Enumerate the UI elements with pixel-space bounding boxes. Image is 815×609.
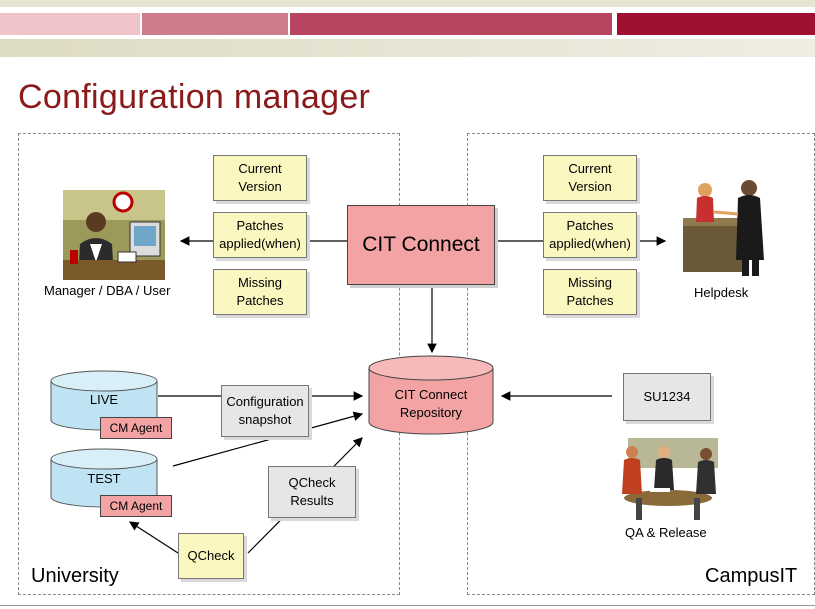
university-label: University bbox=[31, 565, 119, 587]
campusit-label: CampusIT bbox=[705, 565, 798, 587]
note-configuration-snapshot: Configuration snapshot bbox=[221, 385, 309, 437]
manager-caption: Manager / DBA / User bbox=[44, 283, 171, 298]
header-band-mid bbox=[142, 13, 288, 35]
header-band-main bbox=[290, 13, 612, 35]
header-band-beige bbox=[0, 39, 815, 57]
arrow-test-to-repository bbox=[172, 411, 364, 467]
note-qcheck-results: QCheck Results bbox=[268, 466, 356, 518]
header-band-light bbox=[0, 13, 140, 35]
test-label: TEST bbox=[87, 471, 121, 486]
helpdesk-icon bbox=[683, 180, 764, 276]
header-band-dark bbox=[617, 13, 815, 35]
note-current-version-left: Current Version bbox=[213, 155, 307, 201]
qa-caption: QA & Release bbox=[625, 525, 707, 540]
note-patches-applied-right: Patches applied(when) bbox=[543, 212, 637, 258]
helpdesk-caption: Helpdesk bbox=[694, 285, 749, 300]
note-missing-patches-right: Missing Patches bbox=[543, 269, 637, 315]
cm-agent-test: CM Agent bbox=[100, 495, 172, 517]
header-band-top bbox=[0, 0, 815, 7]
note-patches-applied-left: Patches applied(when) bbox=[213, 212, 307, 258]
note-current-version-right: Current Version bbox=[543, 155, 637, 201]
cm-agent-live: CM Agent bbox=[100, 417, 172, 439]
arrow-qcheck-to-test bbox=[128, 521, 179, 554]
note-qcheck: QCheck bbox=[178, 533, 244, 579]
repository-database bbox=[368, 355, 494, 435]
cit-connect-box: CIT Connect bbox=[347, 205, 495, 285]
footer-line bbox=[0, 605, 815, 606]
note-missing-patches-left: Missing Patches bbox=[213, 269, 307, 315]
slide-title: Configuration manager bbox=[18, 78, 371, 116]
meeting-icon bbox=[622, 438, 718, 520]
repository-label: CIT Connect Repository bbox=[394, 387, 468, 420]
office-worker-icon bbox=[63, 190, 165, 280]
note-su1234: SU1234 bbox=[623, 373, 711, 421]
live-label: LIVE bbox=[89, 392, 119, 407]
